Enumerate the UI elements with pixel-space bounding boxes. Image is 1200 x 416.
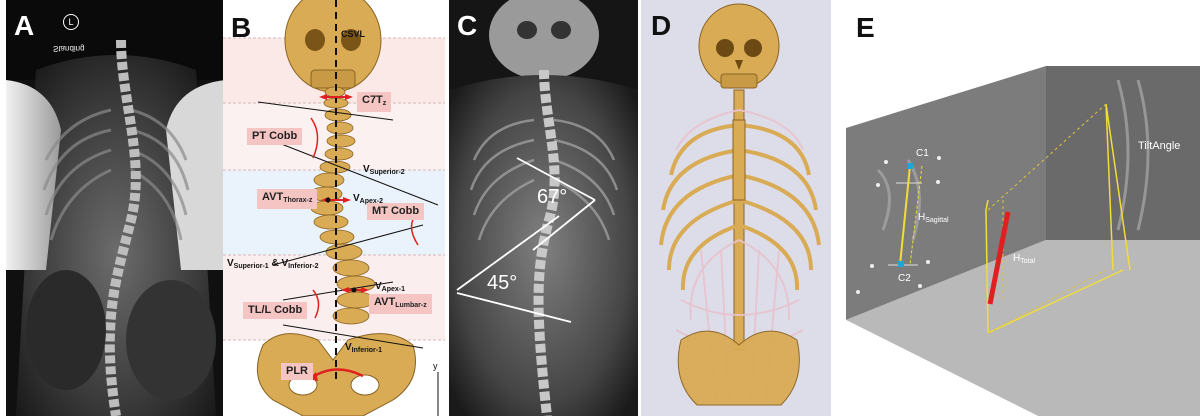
c2-label: C2 — [898, 273, 911, 284]
panel-a-xray: A L Standing — [6, 0, 226, 416]
c7t-tag: C7Tz — [357, 92, 391, 112]
avt-thorax-tag: AVTThorax-z — [257, 189, 317, 209]
v-apex-2-main: V — [353, 193, 360, 204]
mt-cobb-tag: MT Cobb — [367, 203, 424, 220]
csvl-label: CSVL — [341, 28, 365, 40]
avt-lumbar-tag: AVTLumbar-z — [369, 294, 432, 314]
h-total-label: HTotal — [1013, 253, 1035, 268]
h-sagittal-label: HSagittal — [918, 212, 949, 224]
plr-tag: PLR — [281, 363, 313, 380]
skeleton-3d-render — [641, 0, 831, 416]
v-superior-2-main: V — [363, 164, 370, 175]
v-superior-2-sub: Superior-2 — [370, 169, 405, 176]
panel-b-spine-model: B CSVL C7Tz PT Cobb VSuperior-2 AVTThora… — [223, 0, 445, 416]
v-apex-1-sub: Apex-1 — [382, 286, 405, 293]
panel-a-label: A — [14, 12, 34, 40]
xray-side-marker: L — [63, 14, 79, 30]
panel-d-3d-skeleton: D — [641, 0, 831, 416]
height-measure-diagram — [838, 0, 1200, 416]
panel-e-label: E — [856, 14, 875, 42]
y-axis-label: y — [433, 360, 438, 372]
panel-d-label: D — [651, 12, 671, 40]
pt-cobb-tag: PT Cobb — [247, 128, 302, 145]
xray-side-marker-text: L — [68, 17, 73, 27]
cobb-angle-lower: 45° — [487, 272, 517, 295]
tilt-angle-label: TiltAngle — [1138, 140, 1180, 152]
panel-c-label: C — [457, 12, 477, 40]
c7t-sub: z — [383, 100, 387, 107]
v-inferior-1-label: VInferior-1 — [345, 342, 382, 357]
v-inf2-main: & V — [269, 258, 288, 269]
v-superior1-inferior2-label: VSuperior-1 & VInferior-2 — [227, 258, 318, 273]
c1-label: C1 — [916, 148, 929, 159]
xray-image-a — [6, 0, 226, 416]
h-total-sub: Total — [1020, 258, 1035, 265]
xray-mirror-text: Standing — [53, 44, 85, 53]
v-apex-1-main: V — [375, 281, 382, 292]
v-inf2-sub: Inferior-2 — [288, 263, 318, 270]
avt-thorax-sub: Thorax-z — [283, 197, 312, 204]
v-sup1-sub: Superior-1 — [234, 263, 269, 270]
cobb-angle-upper: 67° — [537, 186, 567, 209]
v-sup1-main: V — [227, 258, 234, 269]
tll-cobb-tag: TL/L Cobb — [243, 302, 307, 319]
panel-b-label: B — [231, 14, 251, 42]
c7t-main: C7T — [362, 94, 383, 106]
panel-e-height-measure: E C1 C2 HSagittal HTotal TiltAngle — [838, 0, 1200, 416]
v-superior-2-label: VSuperior-2 — [363, 164, 405, 179]
h-sagittal-sub: Sagittal — [925, 217, 948, 224]
avt-lumbar-sub: Lumbar-z — [395, 302, 427, 309]
v-inferior-1-main: V — [345, 342, 352, 353]
panel-c-xray-cobb: C 67° 45° — [449, 0, 638, 416]
v-inferior-1-sub: Inferior-1 — [352, 347, 382, 354]
avt-thorax-main: AVT — [262, 191, 283, 203]
avt-lumbar-main: AVT — [374, 296, 395, 308]
